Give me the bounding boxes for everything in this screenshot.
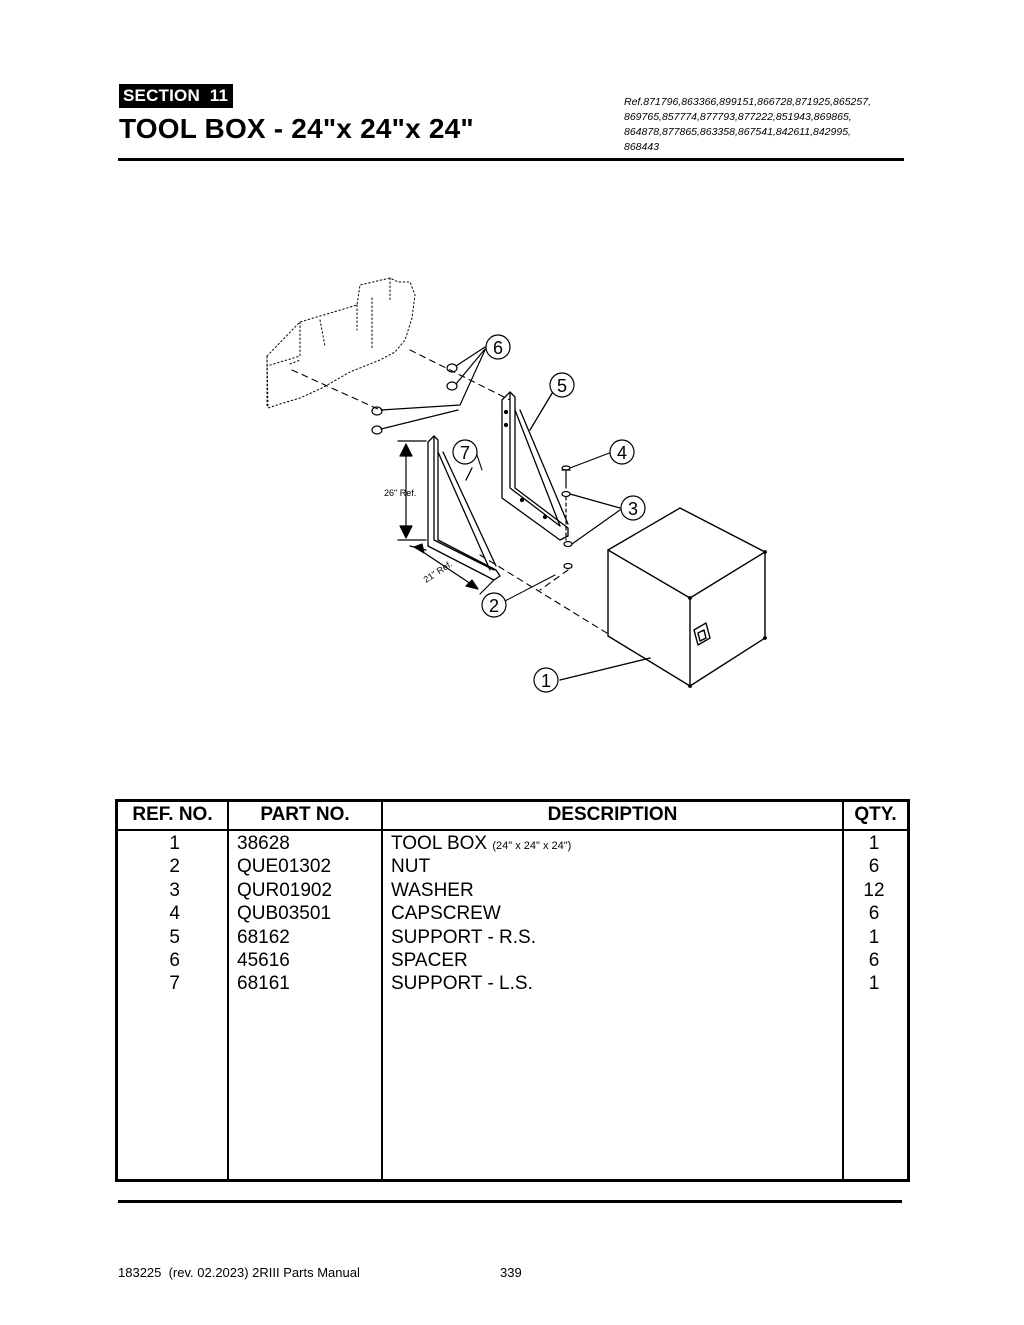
header-qty: QTY. [854, 804, 897, 825]
dimension-21-line [409, 543, 495, 595]
header-rule [118, 158, 904, 161]
part-no-cell: QUR01902 [237, 879, 333, 901]
column-divider [227, 802, 229, 1179]
description-note: (24" x 24" x 24") [492, 840, 572, 852]
tool-box [559, 507, 767, 688]
description-cell: NUT [391, 856, 431, 878]
spacer-group [371, 346, 486, 435]
table-row: 4 QUB03501 CAPSCREW 6 [118, 902, 907, 925]
reference-line: 868443 [624, 141, 660, 153]
description-text: TOOL BOX [391, 833, 488, 854]
callout-label: 7 [460, 443, 470, 463]
reference-line: 869765,857774,877793,877222,851943,86986… [624, 111, 852, 123]
callout-6: 6 [485, 334, 511, 360]
reference-line: Ref.871796,863366,899151,866728,871925,8… [624, 96, 871, 108]
part-no-cell: 68161 [237, 973, 290, 995]
table-row: 5 68162 SUPPORT - R.S. 1 [118, 926, 907, 949]
qty-cell: 6 [868, 949, 880, 971]
qty-cell: 1 [868, 926, 880, 948]
description-cell: SUPPORT - L.S. [391, 973, 533, 995]
page-number: 339 [500, 1265, 522, 1280]
dimension-26-line [397, 440, 427, 541]
left-support-bracket [427, 435, 501, 581]
column-divider [842, 802, 844, 1179]
callout-3: 3 [620, 495, 646, 521]
callout-label: 4 [617, 443, 627, 463]
hardware-stack [561, 451, 621, 570]
parts-table: REF. NO. PART NO. DESCRIPTION QTY. 1 386… [115, 799, 910, 1182]
part-no-cell: QUE01302 [237, 856, 332, 878]
section-label: SECTION 11 [119, 84, 234, 108]
description-cell: SPACER [391, 949, 468, 971]
qty-cell: 1 [868, 973, 880, 995]
column-divider [381, 802, 383, 1179]
qty-cell: 6 [868, 903, 880, 925]
dimension-26-label: 26" Ref. [384, 488, 416, 498]
page-title: TOOL BOX - 24"x 24"x 24" [119, 113, 474, 144]
callout-7: 7 [452, 439, 478, 465]
ref-no-cell: 3 [169, 879, 180, 901]
ref-no-cell: 7 [169, 973, 180, 995]
description-cell: TOOL BOX (24" x 24" x 24") [391, 832, 571, 858]
callout-label: 2 [489, 596, 499, 616]
description-cell: CAPSCREW [391, 903, 501, 925]
part-no-cell: QUB03501 [237, 903, 332, 925]
callout-1: 1 [533, 667, 559, 693]
description-cell: SUPPORT - R.S. [391, 926, 536, 948]
table-row: 6 45616 SPACER 6 [118, 949, 907, 972]
qty-cell: 6 [868, 856, 880, 878]
ref-no-cell: 5 [169, 926, 180, 948]
table-body: 1 38628 TOOL BOX (24" x 24" x 24") 1 2 Q… [118, 832, 907, 996]
footer-rule [118, 1200, 902, 1203]
right-support-bracket [501, 384, 569, 541]
mounting-frame-reference [266, 277, 416, 409]
callout-5: 5 [549, 372, 575, 398]
callout-label: 6 [493, 338, 503, 358]
part-no-cell: 38628 [237, 833, 290, 854]
callout-label: 3 [628, 499, 638, 519]
table-row: 1 38628 TOOL BOX (24" x 24" x 24") 1 [118, 832, 907, 855]
header-description: DESCRIPTION [547, 804, 678, 825]
ref-no-cell: 6 [169, 949, 180, 971]
header-part-no: PART NO. [260, 804, 350, 825]
description-cell: WASHER [391, 879, 474, 901]
ref-no-cell: 4 [169, 903, 180, 925]
ref-no-cell: 1 [169, 833, 180, 854]
assembly-lines [291, 349, 611, 636]
callout-2: 2 [481, 592, 507, 618]
table-row: 7 68161 SUPPORT - L.S. 1 [118, 972, 907, 995]
reference-numbers: Ref.871796,863366,899151,866728,871925,8… [624, 95, 914, 155]
callout-4: 4 [609, 439, 635, 465]
qty-cell: 12 [863, 879, 885, 901]
part-no-cell: 68162 [237, 926, 290, 948]
callout-label: 1 [541, 671, 551, 691]
qty-cell: 1 [868, 833, 880, 854]
header-divider [118, 829, 907, 831]
callout-label: 5 [557, 376, 567, 396]
ref-no-cell: 2 [169, 856, 180, 878]
part-no-cell: 45616 [237, 949, 290, 971]
table-row: 3 QUR01902 WASHER 12 [118, 879, 907, 902]
footer-document-info: 183225 (rev. 02.2023) 2RIII Parts Manual [118, 1265, 360, 1280]
reference-line: 864878,877865,863358,867541,842611,84299… [624, 126, 851, 138]
table-row: 2 QUE01302 NUT 6 [118, 855, 907, 878]
header-ref-no: REF. NO. [132, 804, 213, 825]
